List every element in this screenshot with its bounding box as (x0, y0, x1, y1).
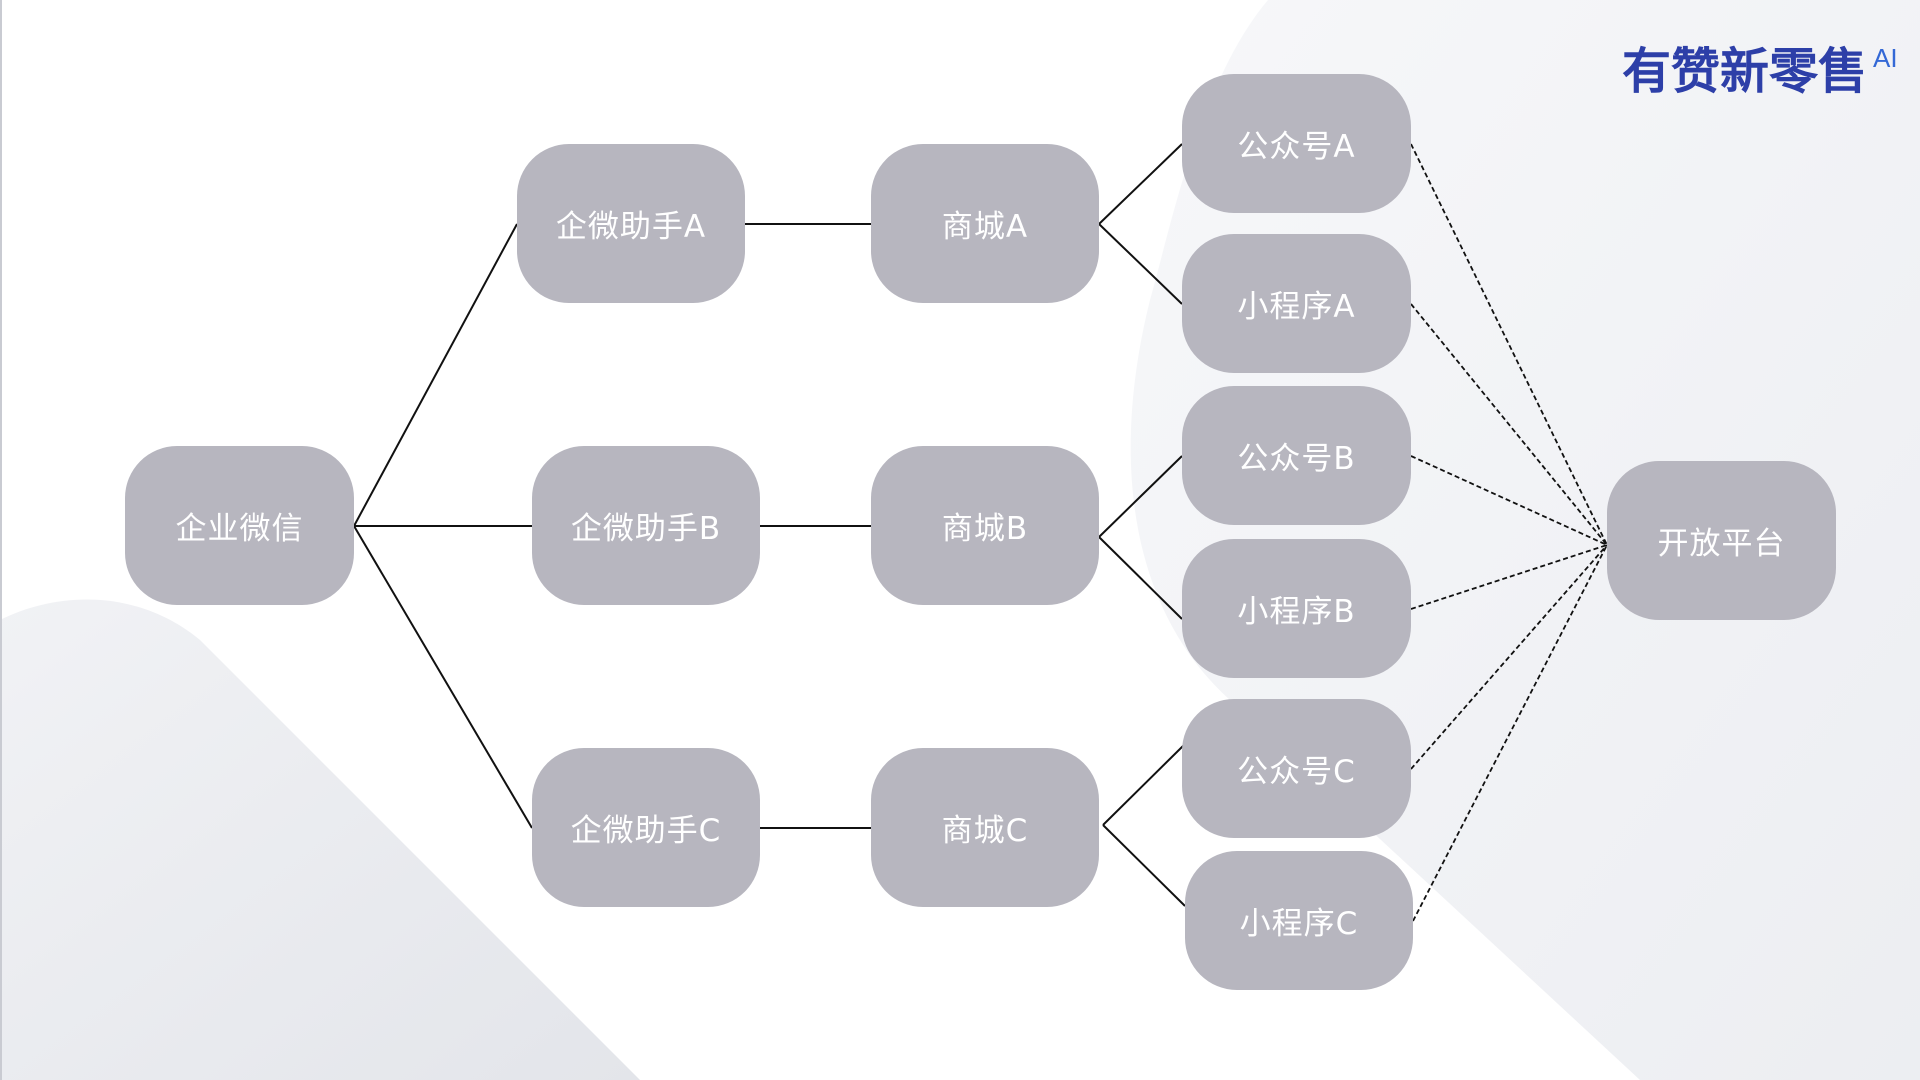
node-assistant-a: 企微助手A (517, 144, 745, 303)
dash-miniapp-b-open-platform (1410, 544, 1608, 610)
link-mall-b-miniapp-b (1098, 536, 1183, 620)
dash-official-b-open-platform (1410, 455, 1608, 546)
node-miniapp-b: 小程序B (1182, 539, 1411, 678)
brand-logo: 有赞新零售 AI (1622, 40, 1898, 110)
dash-official-c-open-platform (1410, 544, 1608, 770)
link-mall-c-official-c (1102, 743, 1186, 826)
node-miniapp-a: 小程序A (1182, 234, 1411, 373)
node-official-c: 公众号C (1182, 699, 1411, 838)
node-wecom: 企业微信 (125, 446, 354, 605)
node-official-b: 公众号B (1182, 386, 1411, 525)
dash-miniapp-a-open-platform (1410, 303, 1608, 546)
brand-name: 有赞新零售 (1622, 43, 1868, 100)
node-mall-b: 商城B (871, 446, 1099, 605)
link-mall-a-official-a (1098, 143, 1183, 225)
dash-miniapp-c-open-platform (1412, 544, 1608, 922)
node-mall-a: 商城A (871, 144, 1099, 303)
left-edge-line (0, 0, 2, 1080)
link-mall-a-miniapp-a (1098, 223, 1183, 305)
node-mall-c: 商城C (871, 748, 1099, 907)
brand-ai-suffix: AI (1873, 43, 1898, 73)
link-wecom-assistant-c (353, 525, 533, 829)
node-miniapp-c: 小程序C (1185, 851, 1413, 990)
node-assistant-b: 企微助手B (532, 446, 760, 605)
node-open-platform: 开放平台 (1607, 461, 1836, 620)
link-wecom-assistant-a (353, 223, 518, 527)
node-official-a: 公众号A (1182, 74, 1411, 213)
link-mall-b-official-b (1098, 455, 1183, 538)
link-mall-c-miniapp-c (1102, 824, 1186, 907)
dash-official-a-open-platform (1410, 143, 1608, 546)
node-assistant-c: 企微助手C (532, 748, 760, 907)
